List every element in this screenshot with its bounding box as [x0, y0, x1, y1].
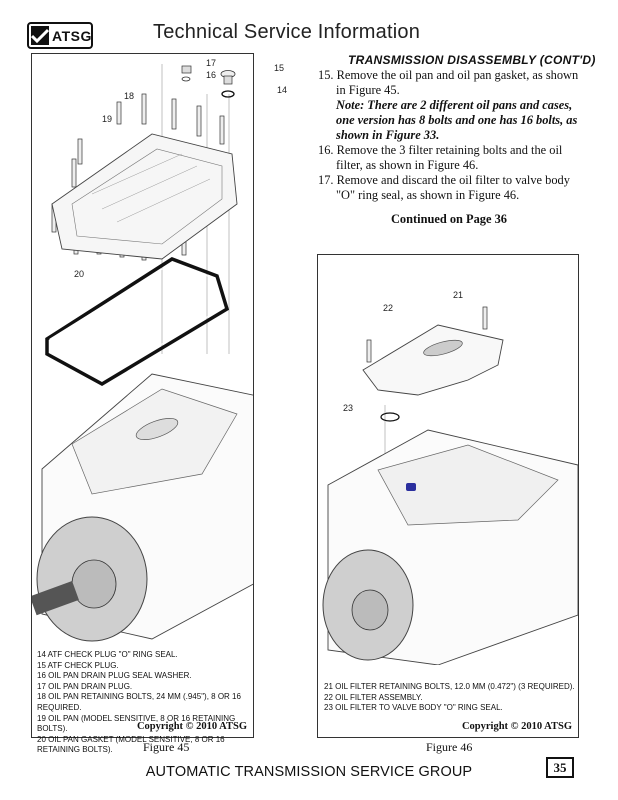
section-heading: TRANSMISSION DISASSEMBLY (CONT'D) [348, 53, 596, 67]
figure-46-caption: Figure 46 [426, 740, 473, 754]
callout-16: 16 [206, 70, 217, 80]
figure-46-frame: 21 22 23 21 OIL FILTER RETAINING BOLTS, … [317, 254, 579, 738]
steps-list: 15. Remove the oil pan and oil pan gaske… [318, 68, 580, 203]
callout-22: 22 [383, 303, 394, 313]
figure-46-illustration [322, 306, 578, 665]
step-15: 15. Remove the oil pan and oil pan gaske… [318, 68, 579, 97]
highlighted-component [406, 483, 416, 491]
page-number: 35 [546, 757, 574, 778]
legend-item: 20 OIL PAN GASKET (MODEL SENSITIVE, 8 OR… [37, 734, 225, 755]
page-title: Technical Service Information [153, 21, 421, 43]
callout-15: 15 [274, 63, 285, 73]
callout-17: 17 [206, 58, 217, 68]
callout-21: 21 [453, 290, 464, 300]
step-17: 17. Remove and discard the oil filter to… [318, 173, 570, 202]
figure-45-legend: 14 ATF CHECK PLUG "O" RING SEAL. 15 ATF … [37, 650, 253, 756]
callout-18: 18 [124, 91, 135, 101]
legend-item: 15 ATF CHECK PLUG. [37, 660, 119, 670]
legend-item: 18 OIL PAN RETAINING BOLTS, 24 MM (.945"… [37, 692, 241, 712]
callout-23: 23 [343, 403, 354, 413]
figure-45-illustration [32, 64, 253, 642]
figure-45-frame: 17 16 15 14 18 19 20 14 ATF CHECK PLUG "… [31, 53, 287, 754]
legend-item: 23 OIL FILTER TO VALVE BODY "O" RING SEA… [324, 703, 503, 713]
figure-45-copyright: Copyright © 2010 ATSG [136, 721, 247, 732]
note: Note: There are 2 different oil pans and… [336, 98, 578, 142]
legend-item: 17 OIL PAN DRAIN PLUG. [37, 681, 133, 691]
callout-20: 20 [74, 269, 85, 279]
continued-note: Continued on Page 36 [390, 212, 507, 226]
legend-item: 21 OIL FILTER RETAINING BOLTS, 12.0 MM (… [324, 682, 575, 691]
callout-19: 19 [102, 114, 113, 124]
callout-14: 14 [277, 85, 288, 95]
atsg-logo: ATSG [27, 22, 93, 49]
figure-46-copyright: Copyright © 2010 ATSG [461, 721, 572, 732]
figure-45-caption: Figure 45 [143, 740, 190, 754]
footer-organization: AUTOMATIC TRANSMISSION SERVICE GROUP [145, 764, 473, 780]
legend-item: 19 OIL PAN (MODEL SENSITIVE, 8 OR 16 RET… [37, 713, 236, 734]
figure-46-legend: 21 OIL FILTER RETAINING BOLTS, 12.0 MM (… [324, 682, 575, 714]
logo-text: ATSG [52, 27, 92, 44]
checkmark-icon [31, 26, 49, 45]
legend-item: 16 OIL PAN DRAIN PLUG SEAL WASHER. [37, 671, 192, 681]
legend-item: 14 ATF CHECK PLUG "O" RING SEAL. [37, 650, 178, 659]
step-16: 16. Remove the 3 filter retaining bolts … [318, 143, 563, 172]
legend-item: 22 OIL FILTER ASSEMBLY. [324, 692, 423, 702]
